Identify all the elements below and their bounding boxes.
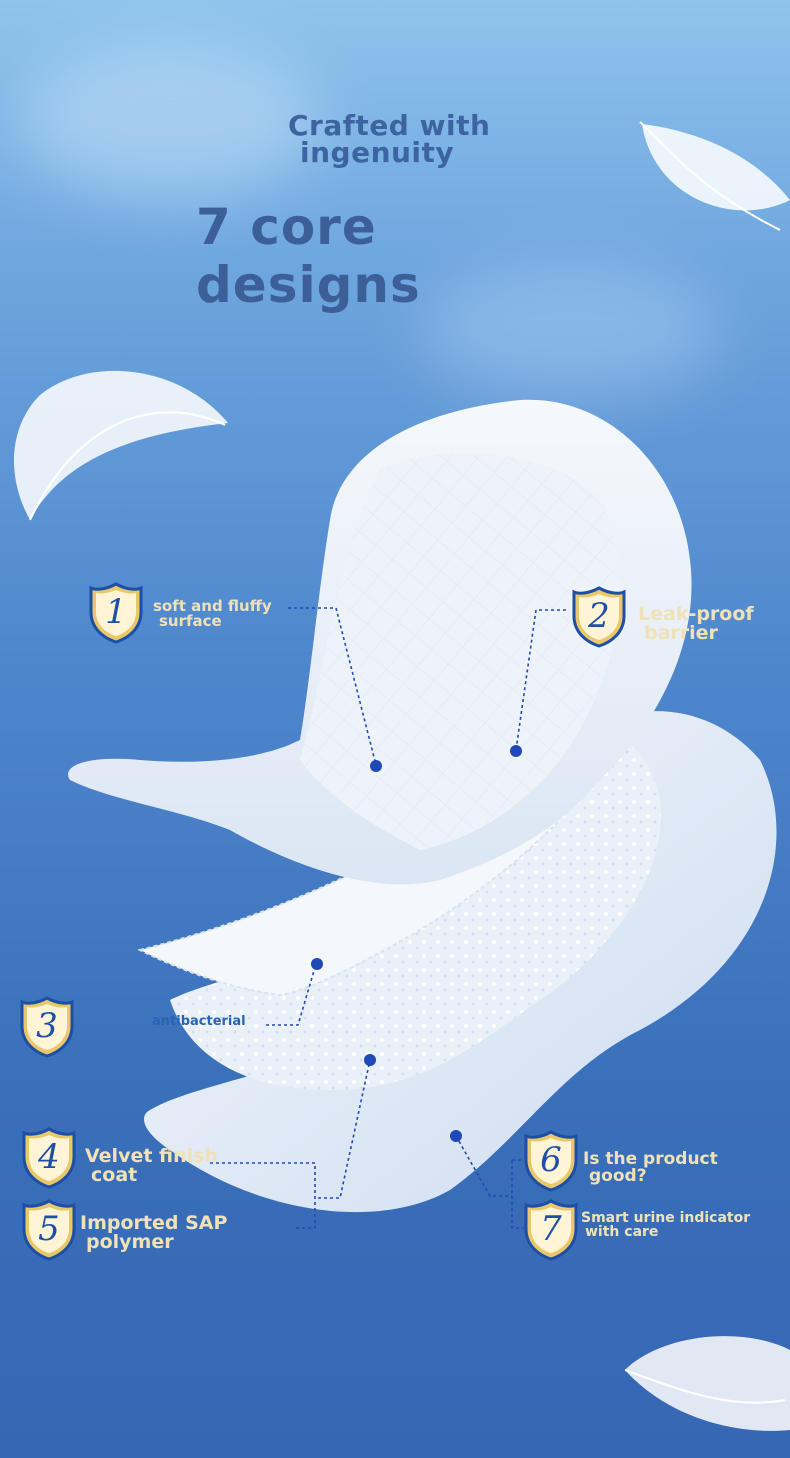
feather-icon xyxy=(639,121,790,231)
anchor-dot xyxy=(311,958,323,970)
feature-6-line-2: good? xyxy=(589,1166,647,1186)
badge-number: 2 xyxy=(588,596,610,636)
badge-number: 7 xyxy=(540,1209,562,1249)
headline-line-1: Crafted with xyxy=(288,109,491,142)
anchor-dot xyxy=(450,1130,462,1142)
shield-badge-icon xyxy=(22,1127,76,1189)
badge-number: 5 xyxy=(38,1209,60,1249)
connector-2 xyxy=(515,609,566,751)
feature-2-line-1: Leak-proof xyxy=(638,603,754,625)
shield-badge-icon xyxy=(22,1199,76,1261)
shield-badge-icon xyxy=(524,1199,578,1261)
badge-1: 1 xyxy=(89,582,143,644)
badge-5: 5 xyxy=(22,1199,76,1261)
anchor-dot xyxy=(364,1054,376,1066)
feather-icon xyxy=(624,1336,790,1431)
connector-3 xyxy=(266,963,317,1026)
anchor-dot xyxy=(370,760,382,772)
badge-number: 6 xyxy=(540,1140,562,1180)
badge-6: 6 xyxy=(524,1130,578,1192)
feature-7-line-2: with care xyxy=(585,1224,659,1240)
subheadline: 7 core designs xyxy=(196,198,421,314)
background-glow xyxy=(20,40,320,200)
feature-3-label: antibacterial xyxy=(152,1015,246,1028)
feather-icon xyxy=(13,370,229,521)
badge-3: 3 xyxy=(20,996,74,1058)
feature-3-line-1: antibacterial xyxy=(152,1014,246,1029)
feature-5-line-1: Imported SAP xyxy=(80,1212,228,1234)
connector-1 xyxy=(288,607,377,766)
shield-badge-icon xyxy=(89,582,143,644)
badge-4: 4 xyxy=(22,1127,76,1189)
feature-5-label: Imported SAP polymer xyxy=(80,1214,227,1252)
badge-number: 4 xyxy=(38,1137,60,1177)
shield-badge-icon xyxy=(572,586,626,648)
connector-6-7 xyxy=(455,1135,524,1229)
badge-number: 1 xyxy=(105,592,127,632)
badge-number: 3 xyxy=(36,1006,58,1046)
feature-1-line-2: surface xyxy=(159,612,222,630)
feature-5-line-2: polymer xyxy=(86,1231,174,1253)
headline-line-2: ingenuity xyxy=(300,136,455,169)
feature-2-label: Leak-proof barrier xyxy=(638,605,754,643)
feature-4-label: Velvet finish coat xyxy=(85,1147,218,1185)
feature-1-label: soft and fluffy surface xyxy=(153,599,272,629)
feature-4-line-2: coat xyxy=(91,1164,138,1186)
shield-badge-icon xyxy=(20,996,74,1058)
feature-4-line-1: Velvet finish xyxy=(85,1145,218,1167)
feature-6-line-1: Is the product xyxy=(583,1149,718,1169)
badge-2: 2 xyxy=(572,586,626,648)
shield-badge-icon xyxy=(524,1130,578,1192)
badge-7: 7 xyxy=(524,1199,578,1261)
anchor-dot xyxy=(510,745,522,757)
headline: Crafted with ingenuity xyxy=(288,109,548,169)
feature-1-line-1: soft and fluffy xyxy=(153,597,272,615)
background-glow xyxy=(420,260,720,400)
connector-core xyxy=(318,1059,371,1199)
feature-7-label: Smart urine indicator with care xyxy=(581,1211,750,1239)
feature-2-line-2: barrier xyxy=(644,622,718,644)
feature-6-label: Is the product good? xyxy=(583,1151,718,1185)
feature-7-line-1: Smart urine indicator xyxy=(581,1210,751,1226)
